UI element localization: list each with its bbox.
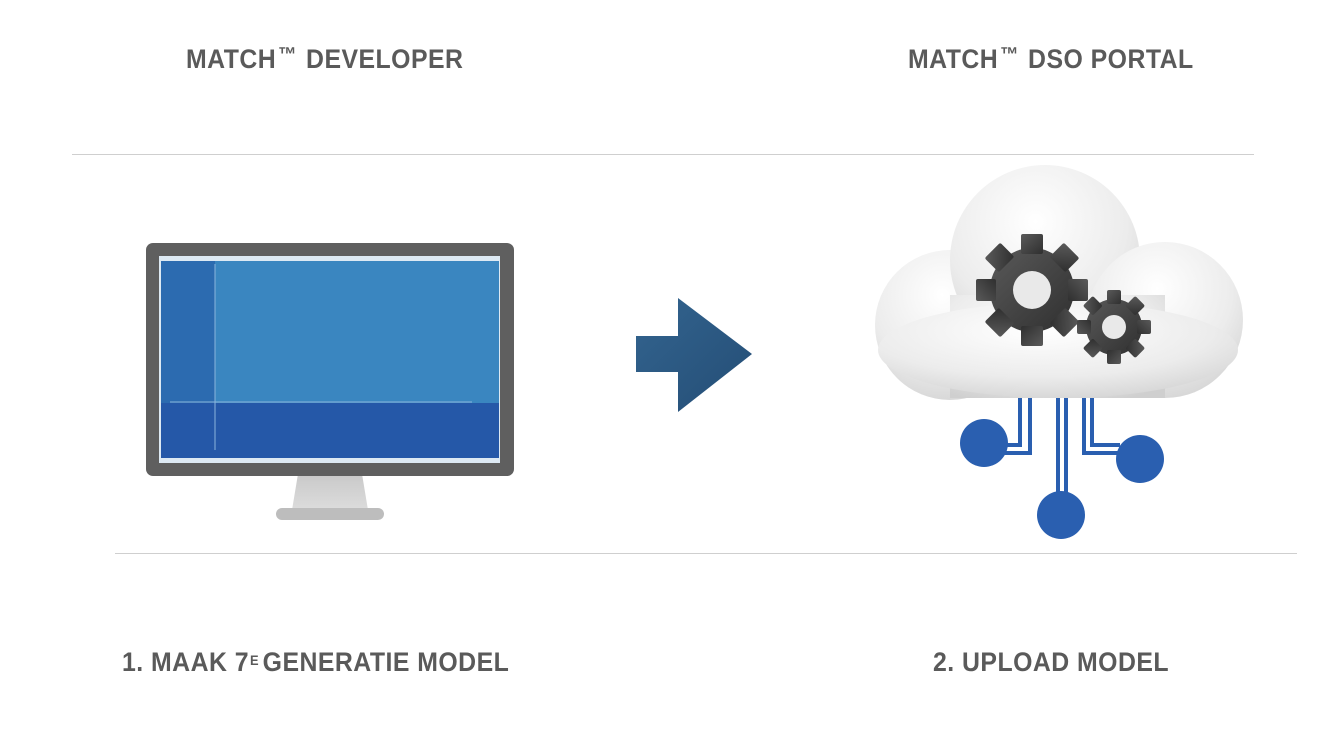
dso-portal-heading: MATCH™ DSO PORTAL (908, 44, 1194, 75)
dso-heading-suffix: DSO PORTAL (1028, 44, 1194, 74)
small-gear-icon (1077, 290, 1151, 364)
step-2-number: 2. (933, 647, 955, 677)
step-1-number: 1. (122, 647, 144, 677)
desktop-monitor-icon (146, 243, 514, 520)
screen-main-area (161, 261, 499, 403)
step-2-text: UPLOAD MODEL (962, 647, 1170, 677)
monitor-stand-base (276, 508, 384, 520)
step-1-text-before: MAAK 7 (151, 647, 250, 677)
dso-heading-prefix: MATCH (908, 44, 999, 74)
top-divider (72, 154, 1254, 155)
large-gear-icon (976, 234, 1088, 346)
screen-bottom-panel (161, 403, 499, 458)
right-arrow-icon (636, 298, 752, 412)
circuit-node-bottom (1037, 491, 1085, 539)
circuit-node-left (960, 419, 1008, 467)
monitor-stand-neck (292, 474, 368, 510)
developer-heading: MATCH™ DEVELOPER (186, 44, 463, 75)
cloud-gears-icon (875, 165, 1243, 539)
step-1-text-after: GENERATIE MODEL (262, 647, 510, 677)
step-2-label: 2. UPLOAD MODEL (933, 647, 1169, 678)
circuit-lines (988, 380, 1120, 505)
developer-heading-suffix: DEVELOPER (306, 44, 464, 74)
developer-heading-prefix: MATCH (186, 44, 277, 74)
step-1-superscript: E (249, 652, 259, 668)
trademark-mark: ™ (277, 44, 297, 66)
trademark-mark: ™ (999, 44, 1019, 66)
bottom-divider (115, 553, 1297, 554)
circuit-node-right (1116, 435, 1164, 483)
screen-sidebar (161, 261, 215, 403)
